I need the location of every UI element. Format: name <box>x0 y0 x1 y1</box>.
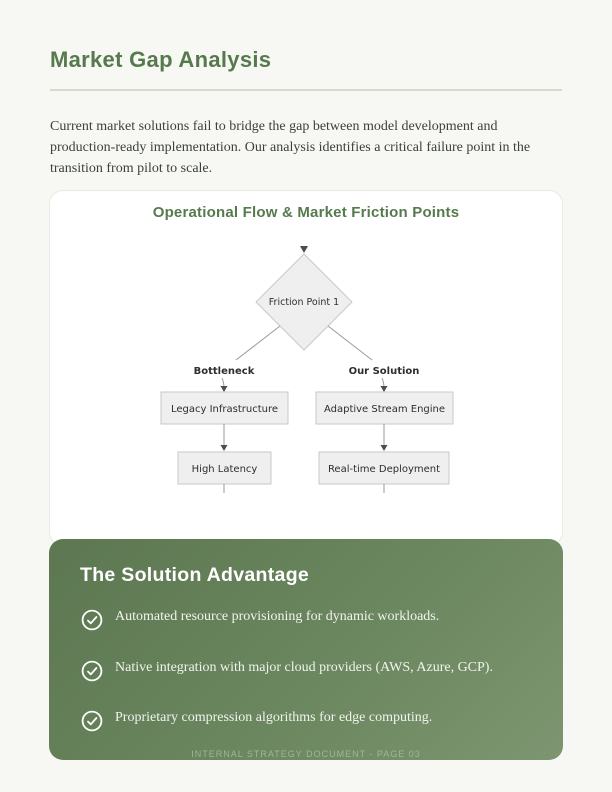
diagram-title: Operational Flow & Market Friction Point… <box>152 204 460 221</box>
bullet-text: Native integration with major cloud prov… <box>115 660 493 675</box>
check-circle-icon <box>81 660 103 682</box>
list-item: Native integration with major cloud prov… <box>81 660 515 682</box>
arrowhead-right-2-icon <box>380 445 388 451</box>
node-adaptive-stream-engine <box>315 391 454 425</box>
intro-paragraph: Current market solutions fail to bridge … <box>50 119 531 176</box>
check-circle-icon <box>81 609 103 631</box>
edge-label-left: Bottleneck <box>194 366 255 377</box>
bullet-text: Proprietary compression algorithms for e… <box>115 710 433 725</box>
check-circle-icon <box>81 710 103 732</box>
node-high-latency-label: High Latency <box>192 464 258 475</box>
diamond-node-label: Friction Point 1 <box>269 297 339 308</box>
arrowhead-left-2-icon <box>220 445 228 451</box>
page-title: Market Gap Analysis <box>50 47 272 72</box>
list-item: Automated resource provisioning for dyna… <box>81 609 515 631</box>
diagram-card: Operational Flow & Market Friction Point… <box>49 190 563 546</box>
node-legacy-infrastructure <box>160 391 289 425</box>
connector-left <box>221 377 225 388</box>
solution-panel-title: The Solution Advantage <box>80 564 310 586</box>
node-realtime-deployment-label: Real-time Deployment <box>328 464 440 475</box>
title-divider <box>50 89 562 91</box>
list-item: Proprietary compression algorithms for e… <box>81 710 515 732</box>
incoming-arrowhead-icon <box>300 246 308 253</box>
arrowhead-right-1-icon <box>380 386 388 392</box>
bullet-text: Automated resource provisioning for dyna… <box>115 609 440 624</box>
solution-panel: The Solution Advantage Automated resourc… <box>49 539 563 760</box>
page-footer: INTERNAL STRATEGY DOCUMENT - PAGE 03 <box>191 749 421 759</box>
arrowhead-left-1-icon <box>220 386 228 392</box>
edge-label-right: Our Solution <box>349 366 420 377</box>
flowchart: Friction Point 1 Bottleneck Our Solution… <box>160 246 454 493</box>
edge-left <box>235 325 281 361</box>
edge-right <box>327 325 373 361</box>
node-adaptive-stream-engine-label: Adaptive Stream Engine <box>324 404 445 415</box>
node-legacy-infrastructure-label: Legacy Infrastructure <box>171 404 278 415</box>
connector-right <box>381 377 385 388</box>
